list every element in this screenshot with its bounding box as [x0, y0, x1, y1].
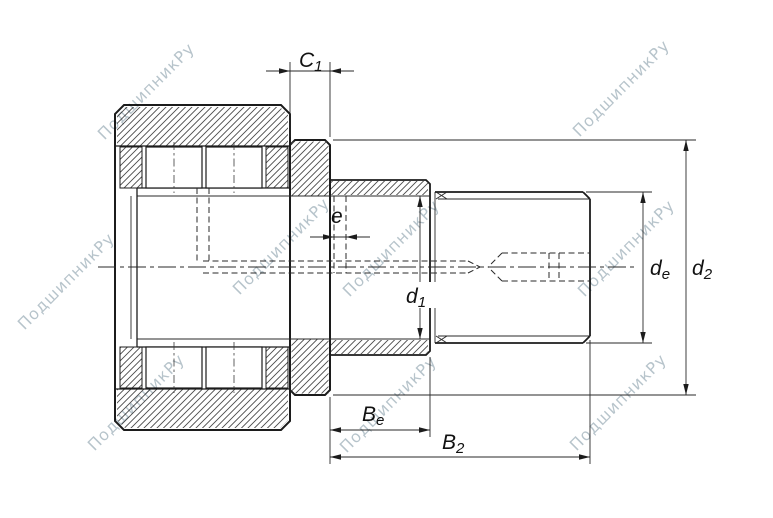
- watermark-text: ПодшипникРу: [566, 350, 671, 455]
- outer-ring-section-top: [117, 107, 288, 146]
- flange: [289, 139, 331, 396]
- dimension-be: Be: [329, 357, 431, 464]
- label-de: de: [650, 257, 670, 283]
- collar-section-top: [331, 181, 428, 195]
- flange-section-top: [291, 141, 329, 196]
- outer-ring-section-bottom: [117, 389, 288, 428]
- dimension-d2: d2: [333, 139, 713, 396]
- end-washer: [265, 146, 289, 189]
- label-e: e: [331, 205, 343, 228]
- end-washer: [119, 146, 143, 189]
- dimension-de: de: [586, 191, 670, 344]
- needle-rollers: [119, 142, 289, 393]
- watermark-text: ПодшипникРу: [336, 352, 441, 457]
- dimension-b2: B2: [330, 340, 591, 464]
- end-washer: [265, 346, 289, 389]
- flange-section-bottom: [291, 339, 329, 394]
- label-c1: C1: [299, 49, 323, 75]
- end-washer: [119, 346, 143, 389]
- collar-section-bottom: [331, 340, 428, 354]
- watermark-text: ПодшипникРу: [569, 36, 674, 141]
- dimension-e: e: [310, 205, 370, 240]
- eccentric-collar: [330, 179, 431, 356]
- watermark-text: ПодшипникРу: [14, 229, 119, 334]
- label-d2: d2: [692, 257, 713, 283]
- label-d1: d1: [406, 285, 426, 311]
- dimension-c1: C1: [266, 49, 354, 137]
- label-be: Be: [362, 403, 384, 429]
- label-b2: B2: [442, 431, 465, 457]
- dimension-d1: d1: [402, 196, 436, 339]
- lubrication-ducts: [196, 188, 481, 274]
